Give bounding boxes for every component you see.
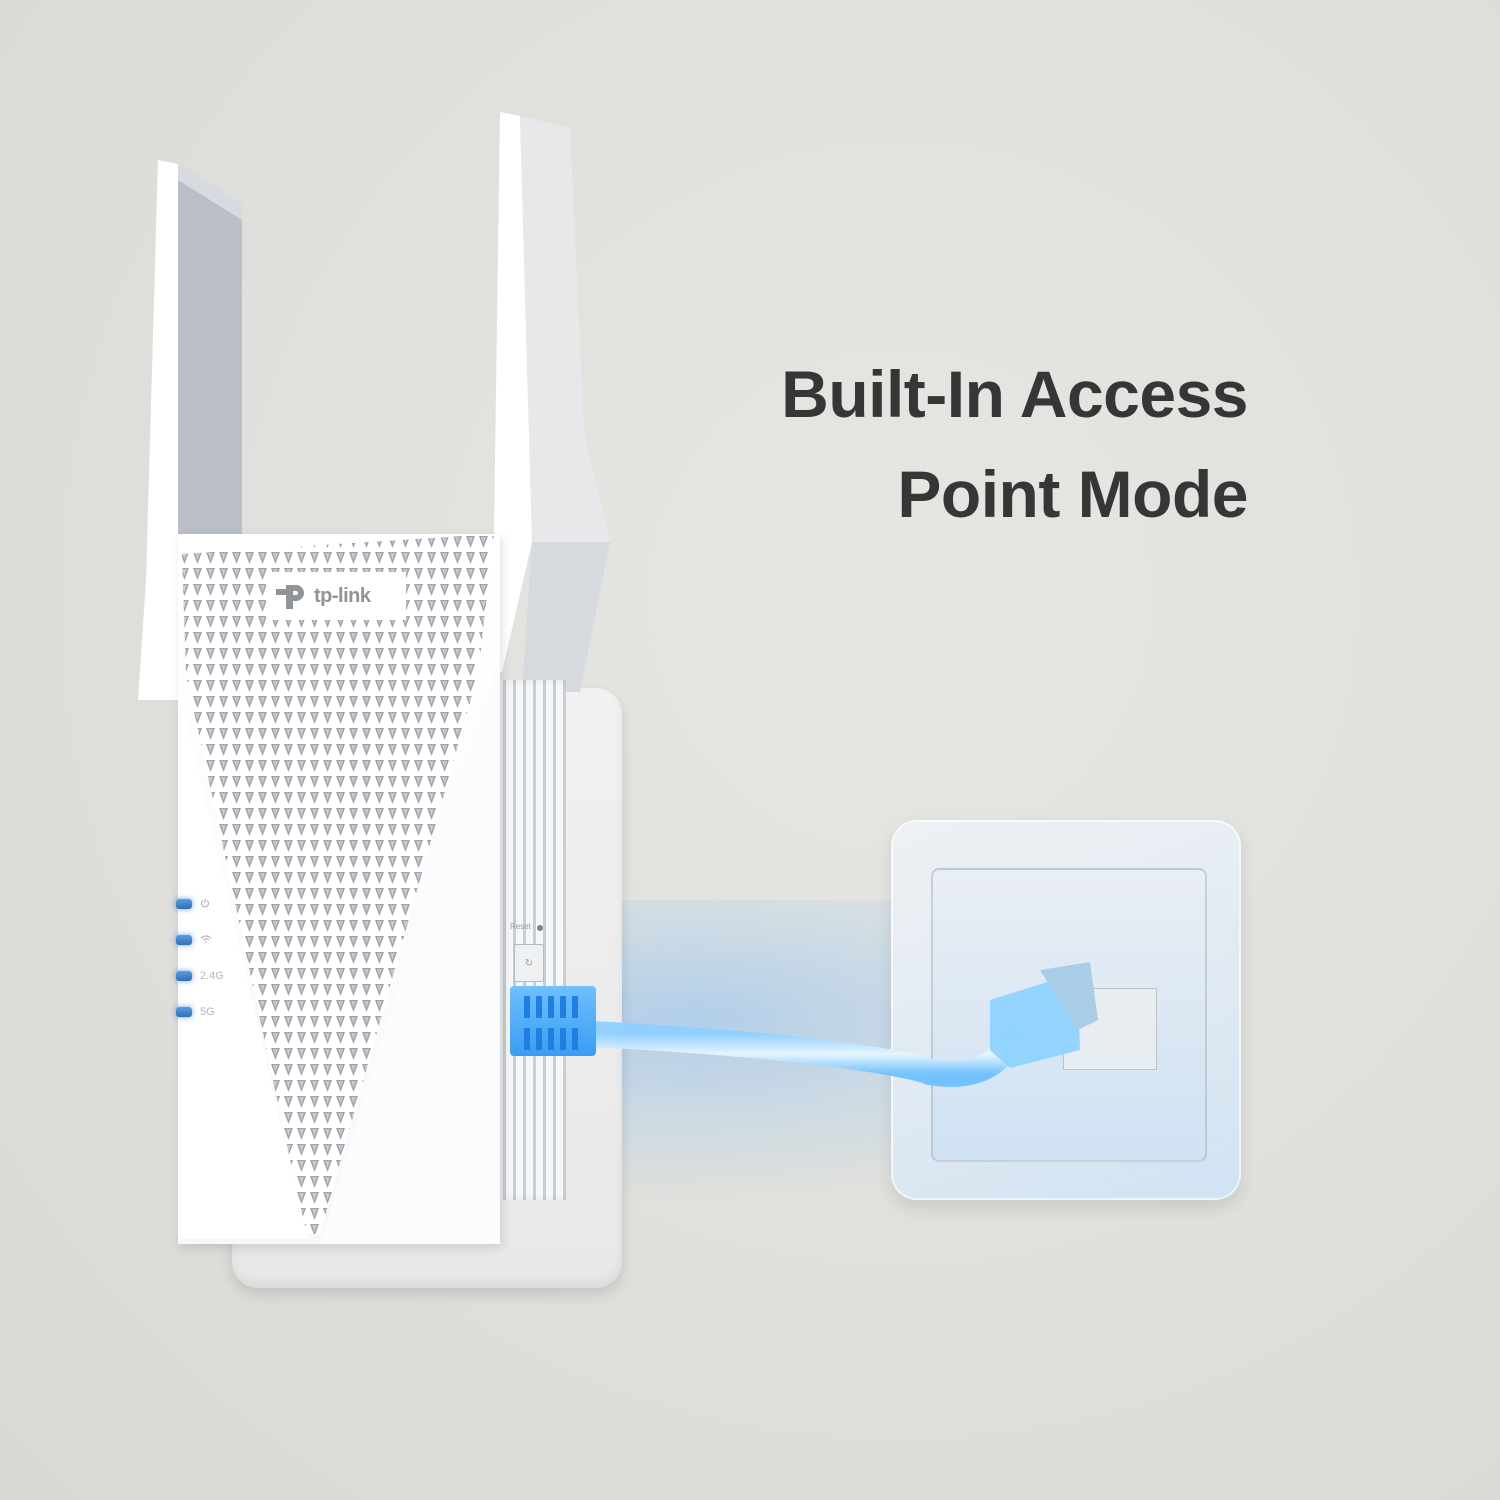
ethernet-wall-plate bbox=[891, 820, 1241, 1200]
reset-label: Reset bbox=[510, 922, 531, 931]
led-indicator bbox=[176, 935, 192, 945]
wifi-icon bbox=[200, 934, 212, 946]
wps-button: ↻ bbox=[514, 944, 544, 982]
brand-name: tp-link bbox=[314, 584, 371, 607]
power-icon bbox=[200, 898, 210, 911]
feature-headline: Built-In Access Point Mode bbox=[781, 344, 1248, 544]
led-indicator bbox=[176, 1007, 192, 1017]
led-indicator bbox=[176, 971, 192, 981]
led-power bbox=[176, 898, 224, 910]
reset-pinhole bbox=[537, 925, 543, 931]
led-wifi bbox=[176, 934, 224, 946]
led-label-2-4g: 2.4G bbox=[200, 970, 224, 982]
triangle-grille-pattern bbox=[178, 534, 500, 1244]
led-indicator bbox=[176, 899, 192, 909]
right-antenna bbox=[492, 112, 610, 692]
ethernet-plate-inner bbox=[931, 868, 1207, 1162]
ethernet-jack bbox=[1063, 988, 1157, 1070]
device-side-vents bbox=[496, 680, 566, 1200]
status-leds: 2.4G 5G bbox=[176, 898, 224, 1042]
range-extender-front: tp-link bbox=[178, 534, 500, 1244]
headline-line-1: Built-In Access bbox=[781, 357, 1248, 431]
wps-icon: ↻ bbox=[524, 957, 534, 969]
led-2-4g: 2.4G bbox=[176, 970, 224, 982]
headline-line-2: Point Mode bbox=[897, 457, 1248, 531]
brand-logo: tp-link bbox=[266, 572, 406, 620]
led-label-5g: 5G bbox=[200, 1006, 215, 1018]
led-5g: 5G bbox=[176, 1006, 224, 1018]
tp-link-logo-icon bbox=[276, 585, 304, 609]
